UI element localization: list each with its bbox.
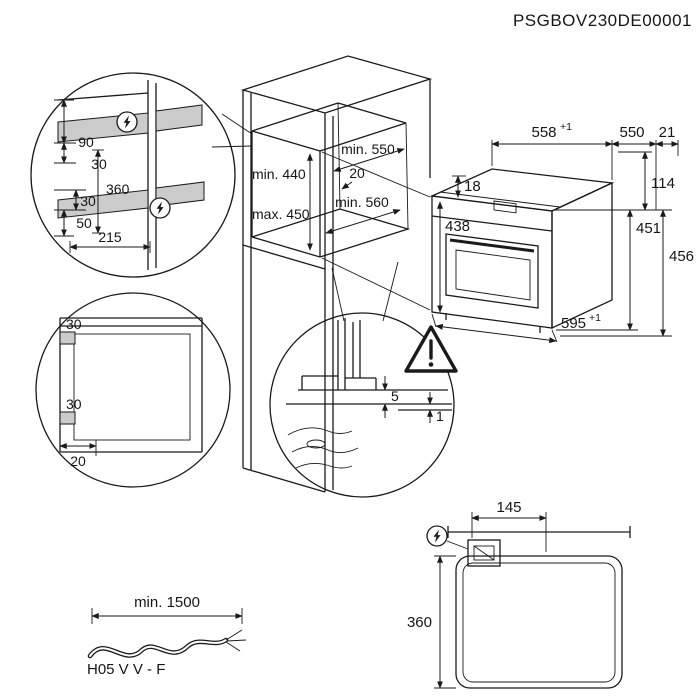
cabinet-isometric: min. 440 max. 450 min. 550 20 min. 560	[211, 55, 433, 493]
detail-circle-panel: 30 30 20	[35, 292, 231, 488]
electrical-detail-dimensions: 90 30 360 30 50 215	[54, 99, 151, 253]
dim-total-height: 456	[669, 248, 694, 265]
junction-box	[467, 539, 501, 567]
dim-30-top: 30	[66, 316, 82, 332]
lightning-icon	[149, 197, 171, 219]
dim-360: 360	[106, 181, 130, 197]
oven-door-window	[455, 249, 531, 301]
dim-niche-width: min. 550	[341, 141, 395, 157]
dim-oven-width-tol: +1	[560, 121, 572, 133]
lightning-icon	[426, 525, 448, 547]
warning-icon	[404, 325, 458, 373]
dim-215: 215	[98, 229, 122, 245]
oven-side-face	[551, 181, 613, 330]
dim-niche-height-min: min. 440	[252, 166, 306, 182]
dim-front-width-tol: +1	[589, 312, 601, 324]
niche-dimensions: min. 440 max. 450 min. 550 20 min. 560	[252, 141, 405, 251]
dim-niche-depth: min. 560	[335, 194, 389, 210]
top-view-lines	[446, 526, 631, 689]
dim-30-bottom: 30	[66, 396, 82, 412]
dim-oven-depth: 550	[619, 124, 644, 141]
oven-handle	[449, 238, 535, 253]
oven-isometric: 558 +1 550 21 114 451 456 438 18 595 +1	[429, 121, 694, 344]
panel-detail-dimensions: 30 30 20	[59, 316, 97, 469]
dim-145: 145	[496, 499, 521, 516]
oven-top-view: 145 360	[407, 499, 631, 689]
detail-circle-plinth: 5 1	[269, 312, 458, 498]
fixing-tab	[59, 411, 76, 425]
dim-body-height: 438	[445, 218, 470, 235]
oven-dimensions: 558 +1 550 21 114 451 456 438 18 595 +1	[431, 121, 694, 344]
panel-detail-lines	[59, 317, 203, 453]
wood-grain	[287, 427, 359, 469]
electrical-detail-lines	[57, 80, 205, 270]
dim-30-bottom: 30	[80, 193, 96, 209]
detail-circle-electrical-border	[30, 72, 236, 278]
fixing-tab	[59, 331, 76, 345]
mounting-rail	[57, 189, 149, 219]
power-cable: min. 1500 H05 V V - F	[87, 594, 247, 678]
cable-wire-ends	[225, 629, 247, 652]
dim-top-inset: 18	[464, 178, 481, 195]
dim-5: 5	[391, 388, 399, 404]
cable-type-label: H05 V V - F	[87, 661, 165, 678]
cabinet-lines	[240, 55, 433, 493]
oven-outline-top	[455, 555, 623, 689]
plinth-detail-lines	[286, 318, 452, 411]
dim-front-width: 595	[561, 315, 586, 332]
oven-display	[493, 200, 517, 214]
dim-50: 50	[76, 215, 92, 231]
oven-door	[445, 233, 539, 309]
dim-30-top: 30	[91, 156, 107, 172]
dim-1: 1	[436, 408, 444, 424]
dim-door-offset: 21	[659, 124, 676, 141]
detail-circle-panel-border	[35, 292, 231, 488]
lightning-icon	[116, 111, 138, 133]
dim-niche-height-max: max. 450	[252, 206, 310, 222]
detail-circle-plinth-border	[269, 312, 455, 498]
detail-circle-electrical: 90 30 360 30 50 215	[30, 72, 236, 278]
dim-360: 360	[407, 614, 432, 631]
plinth-detail-dimensions: 5 1	[382, 376, 444, 424]
mounting-rail	[155, 104, 203, 132]
dim-front-height: 114	[651, 175, 675, 192]
dim-90: 90	[78, 134, 94, 150]
dim-height: 451	[636, 220, 661, 237]
cable-length-label: min. 1500	[134, 594, 200, 611]
model-code: PSGBOV230DE00001	[513, 11, 692, 30]
dim-niche-rear-gap: 20	[349, 165, 365, 181]
dim-oven-width: 558	[531, 124, 556, 141]
dim-20: 20	[70, 453, 86, 469]
top-view-dimensions: 145 360	[407, 499, 547, 689]
